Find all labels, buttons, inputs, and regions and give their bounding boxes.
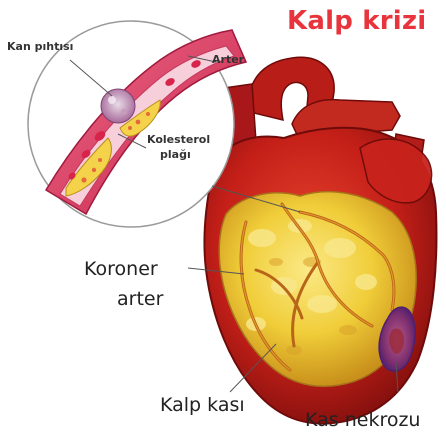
heart	[204, 57, 436, 423]
label-plaque-line1: Kolesterol	[147, 134, 210, 145]
blood-clot	[101, 89, 135, 123]
label-artery: Arter	[212, 54, 244, 65]
label-necrosis: Kas nekrozu	[305, 411, 420, 430]
label-coronary-line1: Koroner	[84, 260, 158, 279]
label-heart-muscle: Kalp kası	[160, 396, 245, 415]
diagram-title: Kalp krizi	[287, 8, 426, 34]
label-plaque-line2: plağı	[160, 149, 191, 160]
label-coronary-line2: arter	[117, 290, 163, 309]
label-blood-clot: Kan pıhtısı	[7, 41, 73, 52]
